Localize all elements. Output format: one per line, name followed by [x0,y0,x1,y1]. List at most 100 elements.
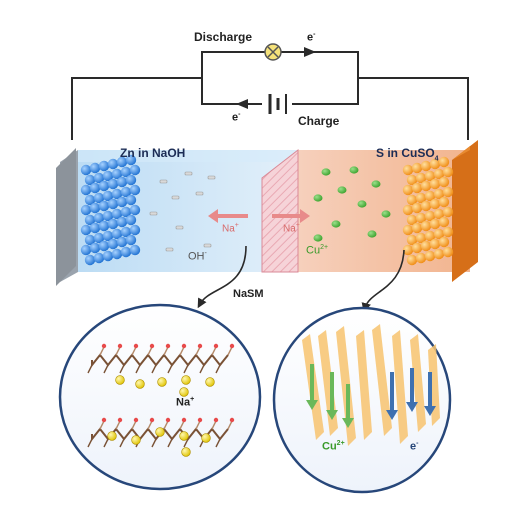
s-particle [429,158,441,170]
s-particle [411,182,423,194]
s-particle [433,188,445,200]
oh-ion [149,211,158,216]
zn-particle [120,246,132,258]
oh-ions [149,171,216,252]
polymer-side-bond [211,346,217,356]
s-particle [424,210,436,222]
s-particle [420,180,432,192]
s-particle [402,244,414,256]
na-ion-zoom [135,379,145,389]
polymer-chain-top [87,343,235,374]
s-particle [415,252,427,264]
na-ion-zoom [155,427,165,437]
oh-ion [175,225,184,230]
zn-particle [84,234,96,246]
zn-particle [111,248,123,260]
zn-particle [98,200,110,212]
oh-ion [159,179,168,184]
s-particle [438,216,450,228]
zoom-circle-membrane [58,303,262,491]
zn-particle [125,194,137,206]
zn-particle [89,202,101,214]
polymer-side-bond [163,420,169,430]
electron-arrows [386,368,436,420]
oxygen-atom [181,417,187,423]
zn-particle [125,174,137,186]
s-particle [420,240,432,252]
zn-particle [93,252,105,264]
polymer-side-bond [167,364,173,374]
s-particle [438,236,450,248]
cu-ions [313,166,391,242]
cu-ion [313,234,323,242]
s-particle [402,164,414,176]
discharge-label: Discharge [194,30,253,44]
na-ion-zoom [131,435,141,445]
zn-particle [111,188,123,200]
polymer-side-bond [215,364,221,374]
oxygen-atom [117,343,123,349]
na-ion-zoom [179,387,189,397]
s-particle [415,172,427,184]
s-particle [406,234,418,246]
polymer-side-bond [167,438,173,448]
oh-ion [207,175,216,180]
na-ion-zoom [115,375,125,385]
polymer-side-bond [211,420,217,430]
s-particle [438,196,450,208]
polymer-side-bond [103,364,109,374]
cu-ion [313,194,323,202]
zn-particle [120,206,132,218]
bulb-icon [264,43,282,61]
oxygen-atom [181,343,187,349]
polymer-side-bond [179,420,185,430]
zoom-electron-label: e- [410,440,419,453]
s-particle [406,174,418,186]
cathode-collector [452,140,478,282]
zn-particle [84,214,96,226]
zn-particle [129,244,141,256]
oh-ion [184,171,193,176]
zn-particle [102,230,114,242]
cu-ion [371,180,381,188]
na-ion-zoom [201,433,211,443]
battery-symbol-icon [262,94,292,114]
zn-particle [84,194,96,206]
s-particle [411,222,423,234]
polymer-side-bond [115,346,121,356]
s-particle [438,156,450,168]
zn-particle [107,178,119,190]
s-particle [406,214,418,226]
s-particle [429,218,441,230]
polymer-side-bond [195,420,201,430]
zn-particle [93,172,105,184]
s-particle [406,254,418,266]
polymer-side-bond [183,438,189,448]
electron-arrow-charge-icon [236,99,248,109]
zn-particle [98,220,110,232]
zn-particle [116,236,128,248]
oxygen-atom [213,343,219,349]
oxygen-atom [133,343,139,349]
anode-collector [56,148,76,286]
polymer-side-bond [131,420,137,430]
na-ion-zoom [181,447,191,457]
zn-particle [89,162,101,174]
cu-ion [349,166,359,174]
zn-particle [102,210,114,222]
na-ion-zoom [179,431,189,441]
polymer-side-bond [131,346,137,356]
oxygen-atom [165,417,171,423]
s-particle [429,178,441,190]
zoom-arrow-right [361,249,405,313]
polymer-side-bond [195,346,201,356]
na-ion-zoom [205,377,215,387]
s-particle [406,194,418,206]
s-particle [433,168,445,180]
zn-particle [98,240,110,252]
zn-particle [129,164,141,176]
sulfur-sheet [410,334,426,432]
oxygen-atom [149,343,155,349]
oxygen-atom [213,417,219,423]
oxygen-atom [229,417,235,423]
